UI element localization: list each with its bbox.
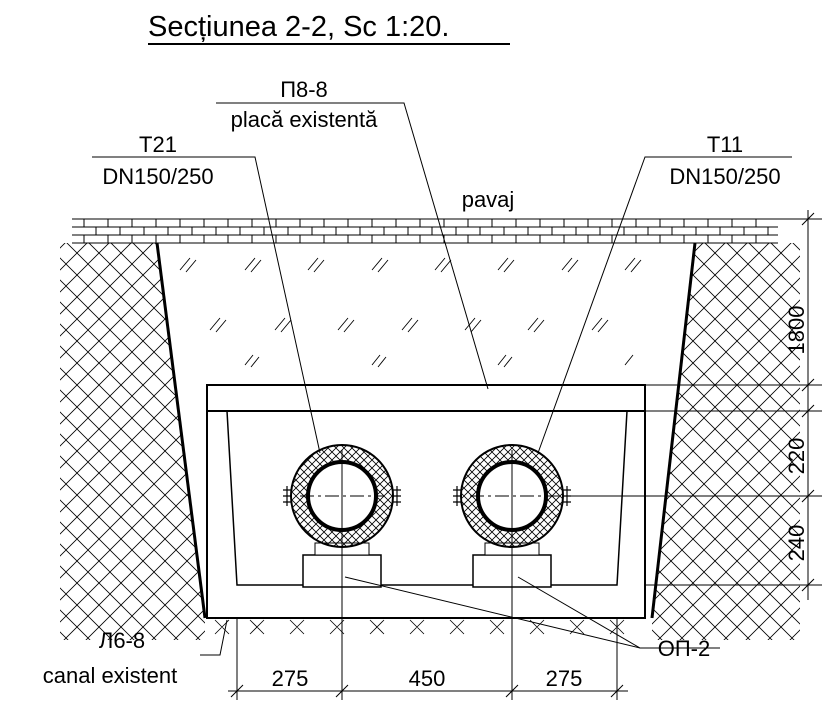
label-pipe-left-code: T21 xyxy=(139,132,177,157)
pipe-left xyxy=(283,444,401,700)
soil-hatch-bottom xyxy=(214,619,625,635)
channel-inner xyxy=(226,410,628,586)
trench-walls xyxy=(155,242,697,619)
dim-depth-low: 240 xyxy=(784,525,809,562)
pavement-layer xyxy=(72,218,778,244)
dim-span-right: 275 xyxy=(546,666,583,691)
drawing-title: Secțiunea 2-2, Sc 1:20. xyxy=(148,11,449,43)
vertical-dimensions xyxy=(570,210,822,600)
dim-span-left: 275 xyxy=(272,666,309,691)
label-pipe-right-dn: DN150/250 xyxy=(669,164,780,189)
label-channel-code: Л6-8 xyxy=(99,628,145,653)
label-pipe-left-dn: DN150/250 xyxy=(102,164,213,189)
backfill-hatch xyxy=(179,257,642,368)
dim-depth-top: 1800 xyxy=(784,306,809,355)
label-support-code: ОП-2 xyxy=(658,636,711,661)
label-channel-desc: canal existent xyxy=(43,663,178,688)
dim-depth-mid: 220 xyxy=(784,438,809,475)
leader-lines xyxy=(92,102,792,656)
label-pipe-right-code: T11 xyxy=(707,132,743,157)
soil-hatch-left xyxy=(60,243,205,640)
pipe-right xyxy=(453,444,800,700)
label-cover-code: П8-8 xyxy=(280,77,328,102)
label-cover-desc: placă existentă xyxy=(231,107,379,132)
dim-span-mid: 450 xyxy=(409,666,446,691)
cover-slab xyxy=(206,384,646,412)
label-pavement: pavaj xyxy=(462,187,515,212)
supports xyxy=(302,542,552,588)
horizontal-dimensions xyxy=(228,618,628,700)
channel xyxy=(206,384,646,619)
channel-body xyxy=(206,410,646,619)
